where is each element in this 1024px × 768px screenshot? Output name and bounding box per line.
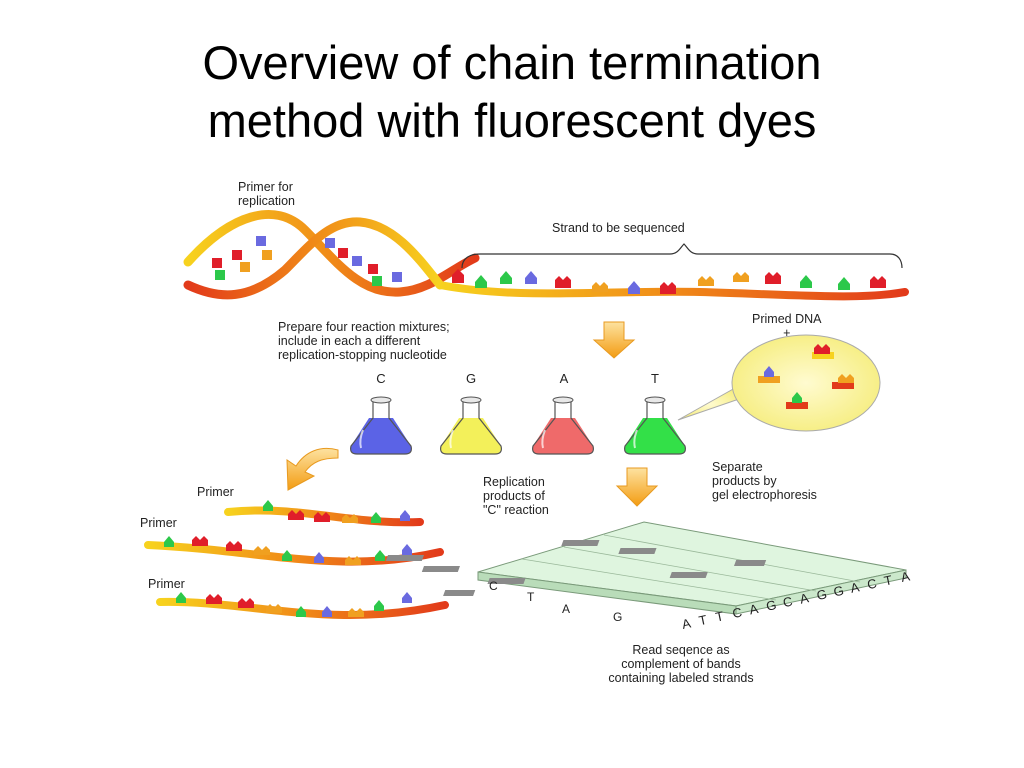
gel-lane-t: T — [527, 590, 535, 604]
label-strand-to-be-sequenced: Strand to be sequenced — [552, 221, 685, 235]
label-primer-1: Primer — [197, 485, 234, 499]
flask-c — [350, 396, 412, 455]
slide-title: Overview of chain termination method wit… — [0, 34, 1024, 150]
down-arrow-separate — [615, 467, 659, 507]
sequence-base: A — [681, 615, 693, 632]
sequence-base: G — [832, 583, 845, 600]
gel-lane-g: G — [613, 610, 622, 624]
primed-dna-bubble — [677, 334, 881, 432]
slide-title-line-2: method with fluorescent dyes — [207, 94, 817, 147]
gel-lane-c: C — [489, 579, 498, 593]
gel-lane-labels: C T A G — [489, 579, 622, 624]
label-prepare-reactions: Prepare four reaction mixtures; include … — [278, 320, 450, 362]
sequence-base: C — [782, 594, 794, 611]
sequence-base: G — [815, 586, 828, 603]
flask-a — [532, 396, 594, 455]
label-primer-for-replication: Primer for replication — [238, 180, 295, 208]
sequence-base: A — [748, 601, 760, 618]
flask-g — [440, 396, 502, 455]
flask-letter-c: C — [376, 371, 386, 386]
slide-title-line-1: Overview of chain termination — [202, 36, 822, 89]
label-primer-3: Primer — [148, 577, 185, 591]
replication-products — [144, 500, 449, 619]
flask-letter-g: G — [465, 371, 477, 386]
down-arrow-prepare — [592, 321, 636, 359]
gel-bands — [385, 540, 767, 596]
sequence-base: A — [849, 579, 861, 596]
sequence-base: T — [883, 572, 894, 588]
curved-arrow-primers — [286, 447, 339, 491]
strand-brace — [461, 243, 903, 269]
sequence-base: C — [866, 576, 878, 593]
strand-bases — [452, 269, 886, 294]
reaction-flasks — [350, 396, 686, 455]
label-read-sequence: Read seqence as complement of bands cont… — [608, 643, 754, 685]
gel-lane-a: A — [562, 602, 570, 616]
sequence-base: T — [714, 608, 725, 624]
label-primed-dna: Primed DNA + — [752, 312, 822, 340]
electrophoresis-gel — [385, 521, 907, 615]
sequence-base: T — [697, 612, 708, 628]
flask-t — [624, 396, 686, 455]
flask-letter-a: A — [559, 371, 569, 386]
label-primer-2: Primer — [140, 516, 177, 530]
sequence-base: A — [900, 568, 912, 585]
double-helix — [183, 210, 909, 301]
label-replication-products: Replication products of "C" reaction — [483, 475, 549, 517]
sequence-base: A — [798, 590, 810, 607]
label-separate-products: Separate products by gel electrophoresis — [712, 460, 817, 502]
sequence-base: C — [731, 604, 743, 621]
sequence-base: G — [765, 597, 778, 614]
flask-letter-t: T — [651, 371, 659, 386]
helix-bases — [212, 236, 402, 286]
